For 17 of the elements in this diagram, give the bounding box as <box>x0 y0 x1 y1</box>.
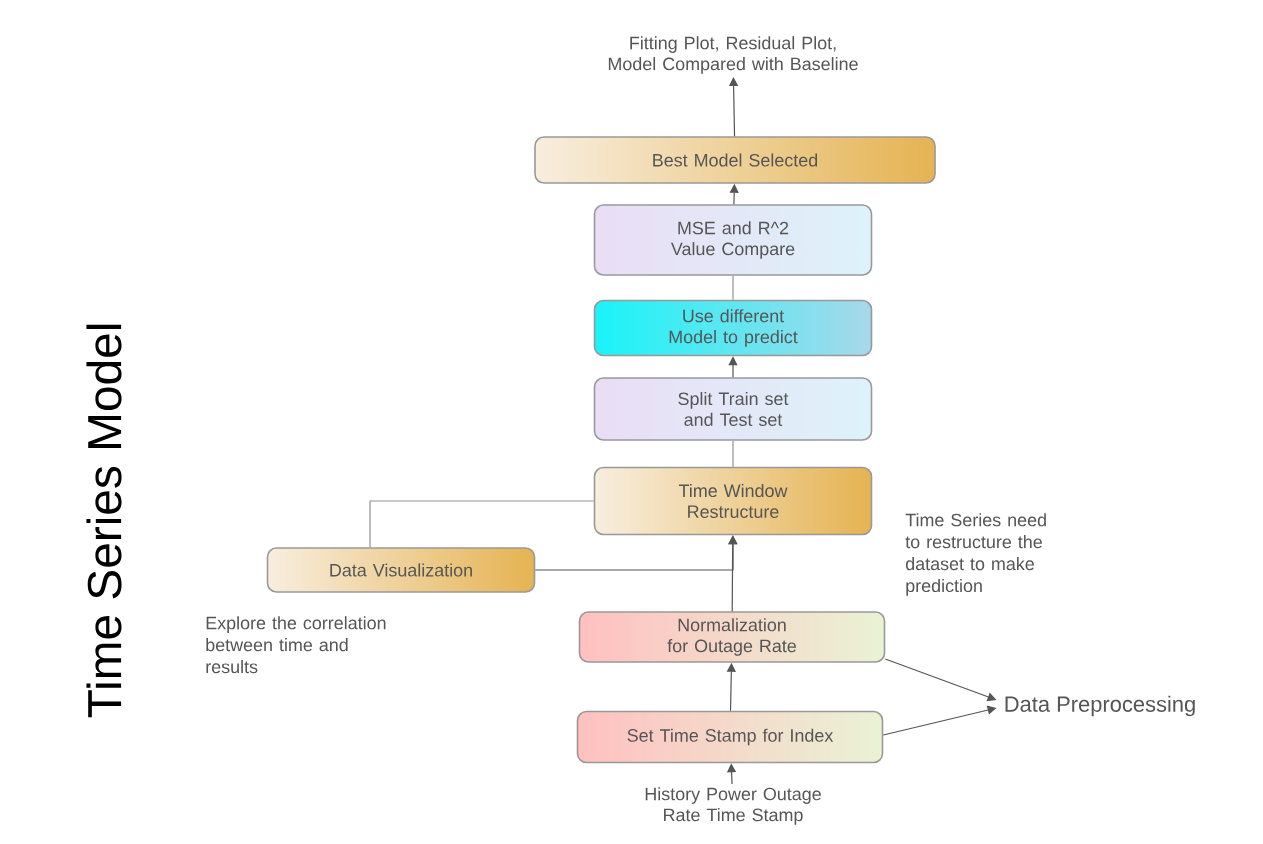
input-text: History Power Outage Rate Time Stamp <box>645 787 821 825</box>
connector-line <box>369 500 595 548</box>
annotation-text: Time Series need to restructure the dataset to make prediction <box>905 513 1046 596</box>
process-box: Data Visualization <box>266 547 536 593</box>
process-box: Normalization for Outage Rate <box>578 611 886 663</box>
process-box: Time Window Restructure <box>593 466 873 536</box>
process-box: Best Model Selected <box>534 136 936 184</box>
output-text: Fitting Plot, Residual Plot, Model Compared with Baseline <box>608 36 858 74</box>
process-box: Split Train set and Test set <box>593 377 873 441</box>
connector-line <box>732 275 734 301</box>
title: Time Series Model <box>86 324 122 718</box>
connector-line <box>732 440 734 468</box>
process-box: Use different Model to predict <box>593 299 873 357</box>
section-label: Data Preprocessing <box>1005 695 1195 717</box>
process-box: Set Time Stamp for Index <box>576 710 884 764</box>
process-box: MSE and R^2 Value Compare <box>593 204 873 276</box>
annotation-text: Explore the correlation between time and results <box>206 616 386 674</box>
